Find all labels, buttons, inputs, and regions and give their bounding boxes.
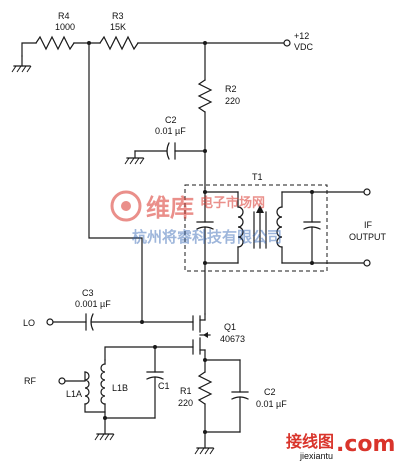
resistor-r3 bbox=[99, 35, 139, 51]
l1b-name: L1B bbox=[112, 383, 128, 393]
c3-value: 0.001 µF bbox=[75, 299, 111, 309]
t1-secondary-capacitor bbox=[303, 191, 321, 264]
q1-name: Q1 bbox=[224, 322, 236, 332]
t1-primary-coil bbox=[237, 191, 244, 264]
if-output-terminal-top bbox=[363, 188, 371, 196]
lo-label: LO bbox=[23, 318, 35, 328]
c2-top-name: C2 bbox=[165, 115, 177, 125]
supply-label-2: VDC bbox=[294, 42, 314, 52]
c3-name: C3 bbox=[82, 288, 94, 298]
q1-value: 40673 bbox=[220, 334, 245, 344]
r3-value: 15K bbox=[110, 22, 126, 32]
capacitor-c1 bbox=[104, 371, 164, 419]
watermark-corner-cn: 接线图 bbox=[286, 432, 334, 451]
resistor-r2 bbox=[197, 79, 213, 113]
c2-bottom-name: C2 bbox=[264, 387, 276, 397]
if-output-line1: IF bbox=[364, 220, 373, 230]
inductor-l1b bbox=[100, 359, 106, 435]
t1-secondary-coil bbox=[276, 191, 283, 264]
r4-name: R4 bbox=[58, 11, 70, 21]
watermark-brand-sub: 电子市场网 bbox=[200, 195, 265, 211]
c2-top-ground bbox=[124, 157, 145, 165]
lo-terminal bbox=[46, 318, 54, 326]
r2-name: R2 bbox=[225, 84, 237, 94]
source-ground bbox=[194, 447, 215, 455]
r1-name: R1 bbox=[180, 386, 192, 396]
watermark-brand: 维库 bbox=[146, 194, 194, 222]
t1-primary-capacitor bbox=[196, 191, 214, 264]
watermark-corner-com: .com bbox=[336, 432, 395, 457]
c2-top-value: 0.01 µF bbox=[155, 126, 186, 136]
rf-label: RF bbox=[24, 376, 36, 386]
t1-enclosure bbox=[184, 184, 328, 272]
c1-name: C1 bbox=[158, 381, 170, 391]
watermark-logo: 维库 电子市场网 bbox=[110, 190, 265, 222]
watermark-company: 杭州将睿科技有限公司 bbox=[132, 228, 282, 246]
r3-name: R3 bbox=[112, 11, 124, 21]
capacitor-c2-top bbox=[134, 142, 206, 160]
r1-value: 220 bbox=[178, 398, 193, 408]
resistor-r1 bbox=[197, 371, 213, 405]
resistor-r4 bbox=[35, 35, 75, 51]
watermark-corner-url: jiexiantu bbox=[299, 451, 333, 461]
c2-bottom-value: 0.01 µF bbox=[256, 399, 287, 409]
l1a-name: L1A bbox=[66, 389, 82, 399]
supply-terminal bbox=[283, 39, 291, 47]
rf-terminal bbox=[58, 377, 66, 385]
if-output-terminal-bottom bbox=[363, 259, 371, 267]
t1-core bbox=[253, 205, 267, 249]
inductor-l1a bbox=[64, 371, 106, 413]
rf-ground bbox=[94, 433, 115, 441]
supply-label-1: +12 bbox=[294, 31, 309, 41]
capacitor-c2-bottom bbox=[204, 359, 249, 433]
r4-value: 1000 bbox=[55, 22, 75, 32]
r2-value: 220 bbox=[225, 96, 240, 106]
capacitor-c3 bbox=[52, 313, 143, 331]
mosfet-q1 bbox=[141, 313, 211, 361]
watermark-corner: 接线图 .com jiexiantu bbox=[286, 432, 395, 461]
top-left-ground bbox=[11, 55, 32, 73]
if-output-line2: OUTPUT bbox=[349, 232, 387, 242]
t1-name: T1 bbox=[252, 172, 263, 182]
